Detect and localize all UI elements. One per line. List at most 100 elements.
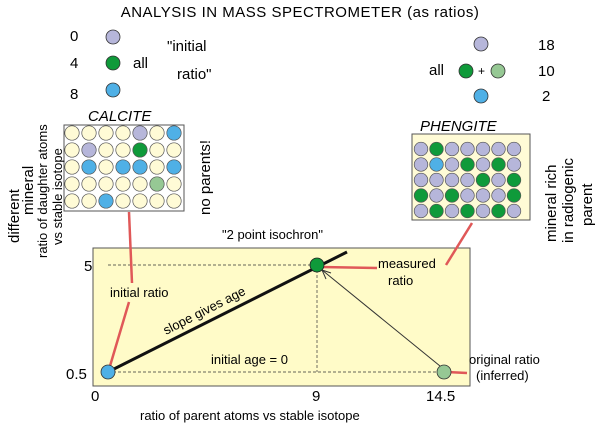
phengite-grain xyxy=(444,141,460,157)
x-tick-14.5: 14.5 xyxy=(426,388,455,405)
calcite-grain xyxy=(166,125,182,141)
phengite-grain xyxy=(429,203,444,219)
phengite-side-label-line1: mineral rich xyxy=(543,164,560,242)
phengite-side-label-line3: parent xyxy=(579,183,596,226)
isochron-label: "2 point isochron" xyxy=(222,227,323,242)
calcite-grain xyxy=(166,193,182,209)
calcite-grain xyxy=(166,159,182,175)
calcite-legend: 0 4 8 all "initial ratio" xyxy=(70,28,212,103)
calcite-grain xyxy=(149,176,165,192)
calcite-legend-value-1: 4 xyxy=(70,55,78,72)
phengite-side-label-line2: in radiogenic xyxy=(560,157,577,243)
y-tick-0.5: 0.5 xyxy=(66,366,87,383)
phengite-grain xyxy=(460,203,475,219)
diagram-title: ANALYSIS IN MASS SPECTROMETER (as ratios… xyxy=(121,4,480,21)
y-axis-label-line2: vs stable isotope xyxy=(50,148,65,245)
x-tick-0: 0 xyxy=(91,388,99,405)
calcite-grain xyxy=(98,193,114,209)
phengite-grain xyxy=(491,141,506,157)
phengite-grain xyxy=(413,203,429,219)
calcite-grain xyxy=(132,142,148,158)
calcite-grain xyxy=(98,142,114,158)
phengite-grain xyxy=(491,157,506,172)
phengite-grain xyxy=(429,157,444,172)
initial-ratio-note-line2: ratio" xyxy=(177,66,212,83)
phengite-grain xyxy=(444,203,460,219)
phengite-grain xyxy=(444,157,460,172)
calcite-data-point xyxy=(100,364,116,380)
phengite-grain xyxy=(413,141,429,157)
measured-ratio-label-line2: ratio xyxy=(388,273,413,288)
calcite-grain xyxy=(81,142,97,158)
y-axis-side-labels: different mineral ratio of daughter atom… xyxy=(6,124,65,258)
calcite-grain xyxy=(81,193,97,209)
no-parents-note: no parents! xyxy=(197,140,214,215)
phengite-label: PHENGITE xyxy=(420,118,498,135)
original-ratio-label-line1: original ratio xyxy=(469,352,540,367)
x-tick-9: 9 xyxy=(312,388,320,405)
calcite-grain xyxy=(81,176,97,192)
phengite-grain xyxy=(460,141,475,157)
calcite-grain xyxy=(132,193,148,209)
phengite-grain xyxy=(491,203,506,219)
phengite-grain xyxy=(475,157,491,172)
x-axis-label: ratio of parent atoms vs stable isotope xyxy=(140,408,360,423)
calcite-grain xyxy=(132,125,148,141)
grey-isotope-dot xyxy=(105,29,121,45)
calcite-grain xyxy=(149,142,165,158)
phengite-grain xyxy=(475,203,491,219)
phengite-grain xyxy=(429,172,444,188)
phengite-measured-point xyxy=(309,257,325,273)
phengite-grain xyxy=(413,172,429,188)
calcite-grain xyxy=(115,125,131,141)
calcite-grain xyxy=(98,176,114,192)
phengite-legend-value-2: 2 xyxy=(542,88,550,105)
phengite-grain xyxy=(506,172,522,188)
calcite-grain xyxy=(115,176,131,192)
phengite-legend-value-0: 18 xyxy=(538,37,555,54)
phengite-legend-plus: + xyxy=(478,64,485,78)
initial-ratio-note-line1: "initial xyxy=(167,38,207,55)
calcite-grain xyxy=(115,193,131,209)
phengite-grain xyxy=(460,188,475,203)
calcite-grain xyxy=(64,125,80,141)
calcite-grain xyxy=(166,142,182,158)
plot-panel xyxy=(92,247,471,387)
phengite-grain xyxy=(506,157,522,172)
reference-lines xyxy=(108,264,444,373)
grey-isotope-dot xyxy=(473,36,489,52)
calcite-grain xyxy=(149,193,165,209)
phengite-grain xyxy=(475,172,491,188)
green-isotope-dot xyxy=(105,55,121,71)
y-tick-5: 5 xyxy=(84,258,92,275)
phengite-legend-value-1: 10 xyxy=(538,63,555,80)
phengite-grain xyxy=(460,172,475,188)
phengite-grain xyxy=(429,188,444,203)
calcite-grain xyxy=(81,125,97,141)
isochron-line xyxy=(107,250,348,374)
phengite-side-labels: mineral rich in radiogenic parent xyxy=(543,157,596,243)
calcite-grain xyxy=(166,176,182,192)
calcite-grain xyxy=(98,159,114,175)
phengite-grain-grid xyxy=(411,133,531,221)
calcite-grain xyxy=(115,142,131,158)
phengite-grain xyxy=(475,141,491,157)
phengite-grain xyxy=(491,172,506,188)
phengite-grain xyxy=(429,141,444,157)
callout-lines xyxy=(108,211,474,375)
calcite-grain xyxy=(149,159,165,175)
side-label-different: different xyxy=(6,188,23,243)
calcite-grain xyxy=(64,193,80,209)
phengite-grain xyxy=(460,157,475,172)
calcite-grain xyxy=(81,159,97,175)
phengite-legend-all: all xyxy=(429,62,444,79)
phengite-grain xyxy=(444,188,460,203)
calcite-grain-grid xyxy=(63,124,185,212)
phengite-grain xyxy=(506,188,522,203)
blue-isotope-dot xyxy=(473,88,489,104)
initial-age-label: initial age = 0 xyxy=(211,352,288,367)
calcite-legend-value-2: 8 xyxy=(70,86,78,103)
phengite-grain xyxy=(491,188,506,203)
calcite-grain xyxy=(64,176,80,192)
